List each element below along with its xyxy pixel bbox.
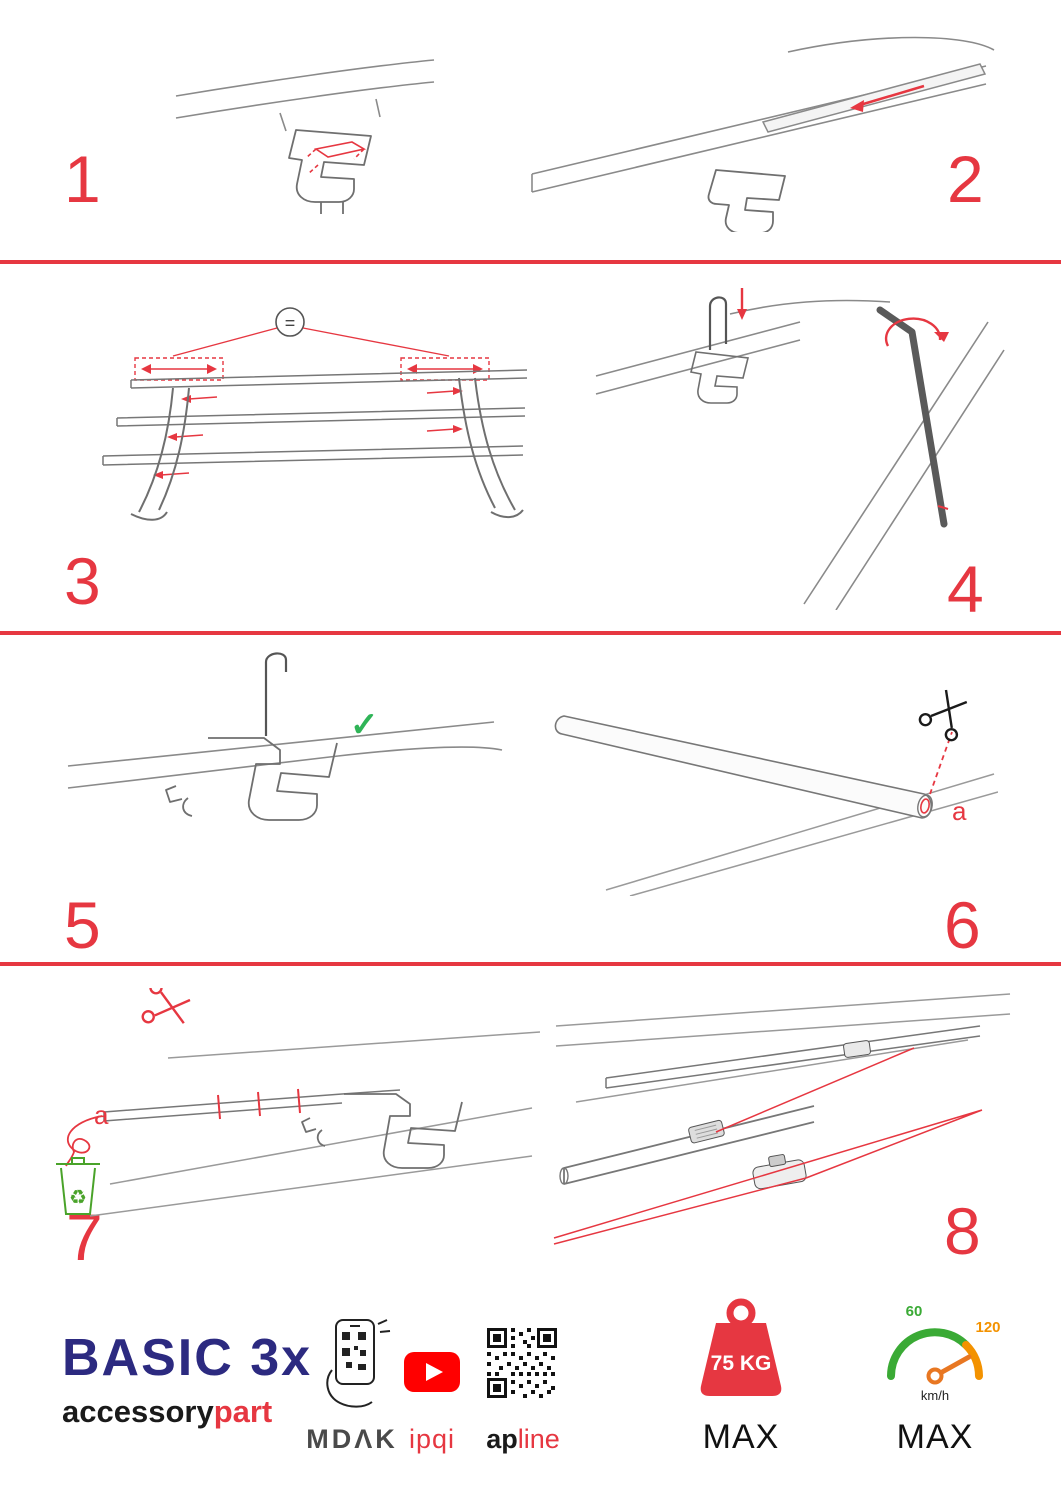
step-4-illustration [595, 288, 1005, 610]
equal-sign: = [285, 313, 296, 333]
stand-legs [130, 377, 524, 521]
cut-label-a: a [952, 796, 967, 826]
step-1-number: 1 [64, 142, 101, 216]
step-2-illustration [531, 36, 995, 232]
rotate-arrow [884, 317, 949, 347]
youtube-icon [404, 1352, 460, 1392]
qr-code-icon [487, 1328, 557, 1398]
speed-max-label: MAX [896, 1418, 974, 1456]
slide-arrow [850, 84, 925, 112]
strap-drawing [103, 1089, 401, 1122]
sliding-strip [761, 63, 987, 133]
cut-label-a: a [94, 1100, 109, 1130]
allen-key-icon [876, 306, 948, 528]
cut-point-highlight [920, 798, 930, 814]
clamp-drawing [301, 1093, 463, 1169]
adapter-front [688, 1119, 725, 1144]
weight-max-label: MAX [702, 1418, 780, 1456]
logo-mdak: MDΛK [306, 1424, 398, 1454]
recycle-icon: ♻ [69, 1187, 87, 1209]
crossbars [102, 369, 528, 466]
step-3-number: 3 [64, 544, 101, 618]
hook-rod [708, 296, 728, 350]
front-bar [563, 1105, 815, 1185]
rear-bar [605, 1025, 981, 1089]
slide-arrows [153, 387, 463, 479]
logo-apline-prefix: ap [486, 1424, 518, 1454]
divider-3 [0, 962, 1061, 966]
product-name: BASIC 3x [62, 1329, 313, 1387]
cut-marks [217, 1088, 301, 1120]
speed-low-label: 60 [906, 1303, 923, 1320]
hook-rod [264, 652, 288, 736]
clamp-drawing [165, 737, 338, 821]
check-icon: ✓ [350, 706, 379, 744]
brand-suffix: part [213, 1394, 273, 1429]
scissors-icon [918, 689, 968, 742]
divider-1 [0, 260, 1061, 264]
divider-2 [0, 631, 1061, 635]
insert-arrow [737, 288, 747, 320]
step-6-illustration: a [554, 689, 998, 896]
speed-unit-label: km/h [921, 1388, 949, 1403]
logo-apline: apline [478, 1424, 568, 1455]
step-1-illustration [175, 59, 435, 214]
brand-wordmark: accessorypart [62, 1394, 272, 1430]
step-2-number: 2 [947, 142, 984, 216]
step-4-number: 4 [947, 552, 984, 626]
brand-prefix: accessory [62, 1394, 214, 1429]
clamp-drawing [690, 351, 749, 404]
step-3-illustration: = [102, 307, 528, 521]
speed-high-label: 120 [975, 1319, 1000, 1336]
step-5-illustration: ✓ [67, 652, 503, 821]
step-8-illustration [553, 993, 1011, 1245]
clamp-drawing [288, 129, 372, 214]
step-6-number: 6 [944, 888, 981, 962]
phone-qr-icon [326, 1319, 391, 1408]
equal-badge [275, 307, 305, 337]
step-8-number: 8 [944, 1194, 981, 1268]
step-7-illustration: a ♻ [56, 988, 540, 1217]
scissors-icon [141, 988, 191, 1024]
speedometer-icon: 60 120 km/h [887, 1303, 1000, 1403]
discard-curl [65, 1115, 103, 1167]
alignment-guides [553, 1047, 983, 1245]
trash-icon [56, 1157, 100, 1215]
weight-value: 75 KG [711, 1352, 772, 1375]
adapter-rear [843, 1040, 871, 1058]
clamp-drawing [707, 169, 786, 232]
logo-ipqi: ipqi [408, 1424, 456, 1454]
insert-plate-highlight [305, 141, 367, 175]
weight-icon: 75 KG [700, 1298, 782, 1396]
logo-apline-suffix: line [517, 1424, 560, 1454]
crossbar-tube [554, 715, 933, 819]
step-5-number: 5 [64, 888, 101, 962]
